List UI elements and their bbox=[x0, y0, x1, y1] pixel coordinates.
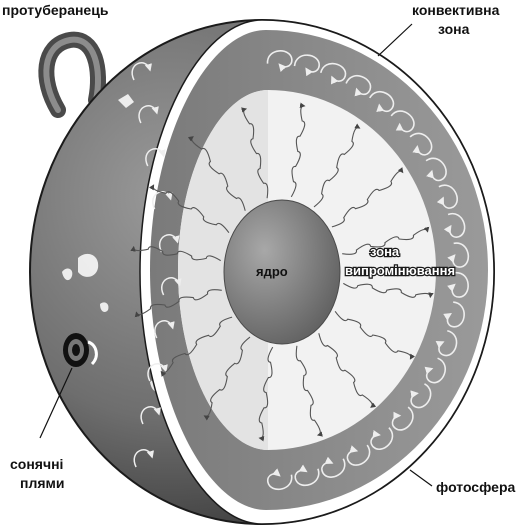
prominence-loop-icon bbox=[46, 40, 98, 110]
leader-photosphere bbox=[410, 470, 432, 486]
label-photosphere: фотосфера bbox=[436, 479, 515, 495]
leader-convective bbox=[378, 24, 412, 56]
label-sunspots: сонячні bbox=[10, 456, 63, 472]
label-prominence: протуберанець bbox=[2, 2, 109, 18]
label-convective-zone-2: зона bbox=[438, 21, 470, 37]
label-convective-zone: конвективна bbox=[412, 2, 500, 18]
label-radiative-zone: зона bbox=[370, 244, 400, 259]
label-core: ядро bbox=[256, 264, 288, 279]
label-radiative-zone-2: випромінювання bbox=[345, 263, 455, 278]
label-sunspots-2: плями bbox=[20, 475, 64, 491]
